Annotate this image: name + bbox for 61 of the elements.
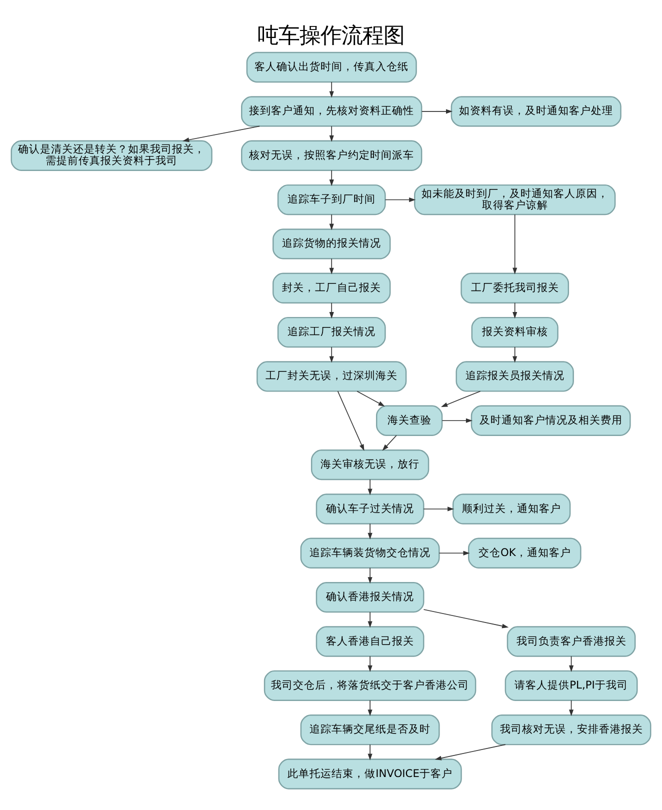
arrow (368, 478, 372, 495)
node-box: 如未能及时到厂，及时通知客人原因，取得客户谅解 (414, 184, 616, 215)
arrow (329, 258, 334, 274)
arrow (512, 214, 518, 274)
arrow (337, 390, 364, 450)
node-box: 报关资料审核 (471, 316, 558, 348)
node-box: 海关审核无误，放行 (310, 448, 430, 480)
arrow (423, 506, 454, 511)
arrow (368, 744, 372, 760)
node-box: 及时通知客户情况及相关费用 (470, 404, 631, 436)
node-box: 核对无误，按照客户约定时间派车 (241, 140, 422, 170)
arrow (438, 550, 470, 555)
node-box: 封关，工厂自己报关 (272, 272, 391, 303)
arrow (382, 434, 397, 450)
arrow (434, 744, 506, 760)
arrow (356, 390, 385, 406)
node-box: 我司负责客户香港报关 (506, 626, 636, 656)
arrow (368, 611, 372, 628)
node-box: 如资料有误，及时通知客户处理 (450, 96, 622, 126)
node-box: 追踪车子到厂时间 (277, 184, 386, 215)
node-box: 确认车子过关情况 (316, 493, 424, 524)
arrow (329, 169, 334, 186)
arrow (421, 108, 453, 114)
node-box: 追踪报关员报关情况 (456, 360, 574, 392)
arrow (441, 390, 481, 407)
node-box: 追踪车辆装货物交仓情况 (300, 537, 440, 568)
node-box: 工厂委托我司报关 (460, 272, 570, 303)
arrow (512, 346, 518, 362)
arrow (329, 214, 334, 230)
node-box: 接到客户通知，先核对资料正确性 (241, 96, 422, 126)
node-box: 追踪车辆交尾纸是否及时 (300, 714, 440, 745)
node-box: 工厂封关无误，过深圳海关 (256, 360, 407, 392)
node-box: 客人确认出货时间，传真入仓纸 (246, 51, 417, 82)
arrow (182, 125, 260, 142)
arrow (329, 125, 334, 142)
arrow (512, 302, 518, 318)
arrow (423, 608, 509, 628)
node-box: 确认香港报关情况 (316, 581, 424, 612)
node-box: 交仓OK，通知客户 (468, 537, 582, 568)
node-box: 此单托运结束，做INVOICE于客户 (278, 758, 462, 789)
arrow (442, 418, 473, 422)
node-box: 追踪货物的报关情况 (272, 228, 391, 259)
arrow (384, 196, 416, 202)
node-box: 我司交仓后，将落货纸交于客户香港公司 (264, 670, 476, 700)
arrow (368, 655, 372, 672)
arrow (568, 700, 574, 716)
diagram-title: 吨车操作流程图 (258, 23, 404, 48)
node-box: 海关查验 (376, 404, 443, 436)
arrow (368, 522, 372, 539)
arrow (329, 302, 334, 318)
node-box: 客人香港自己报关 (316, 626, 424, 656)
node-box: 顺利过关，通知客户 (452, 493, 571, 524)
node-box: 追踪工厂报关情况 (277, 316, 386, 348)
arrow (329, 81, 334, 98)
arrow (329, 346, 334, 362)
arrow (368, 700, 372, 716)
arrow (368, 566, 372, 584)
node-box: 确认是清关还是转关？如果我司报关，需提前传真报关资料于我司 (10, 140, 212, 170)
arrow (568, 655, 574, 672)
node-box: 请客人提供PL,PI于我司 (504, 670, 638, 700)
node-box: 我司核对无误，安排香港报关 (491, 714, 652, 745)
